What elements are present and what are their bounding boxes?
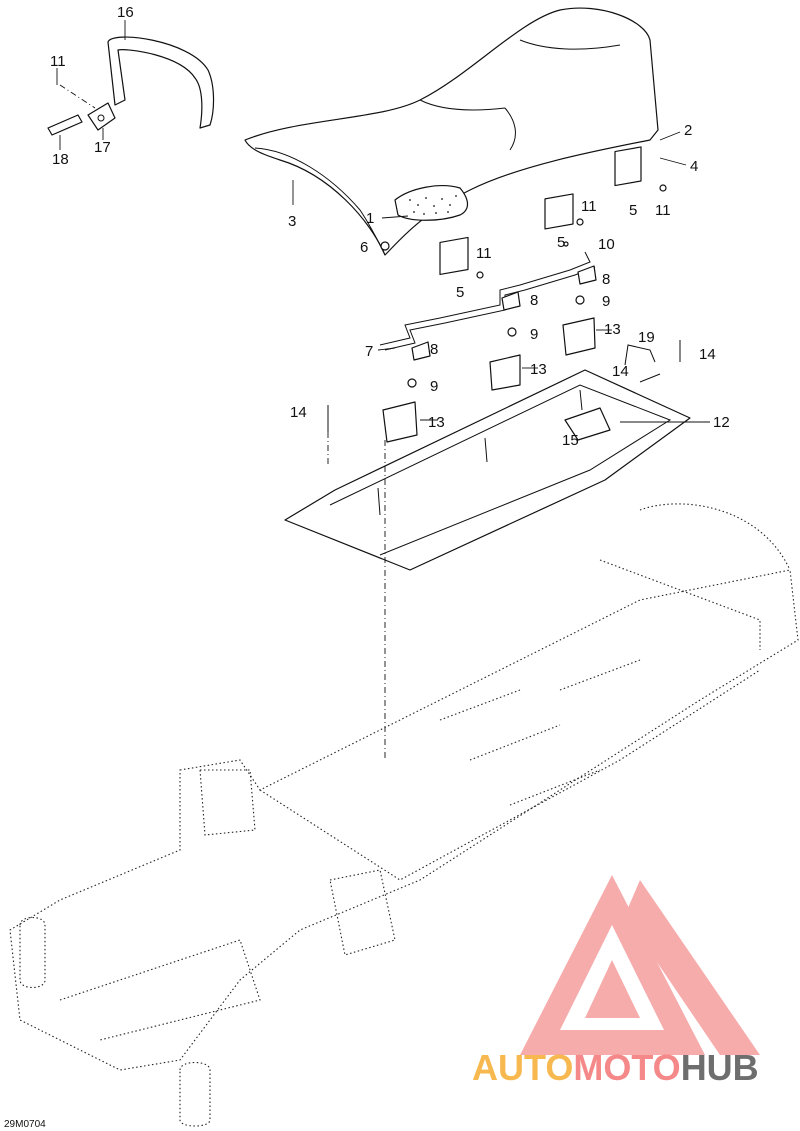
- drawing-code: 29M0704: [4, 1119, 46, 1130]
- clip-19-part: [624, 344, 656, 366]
- callout-14c: 14: [699, 346, 716, 363]
- callout-13c: 13: [604, 321, 621, 338]
- callout-14a: 14: [290, 404, 307, 421]
- callout-14b: 14: [612, 363, 629, 380]
- plate-part: [47, 114, 83, 136]
- watermark-logo: [520, 875, 760, 1055]
- pin-part: [327, 340, 681, 432]
- callout-9a: 9: [430, 378, 438, 395]
- callout-18: 18: [52, 151, 69, 168]
- callouts: 1 2 3 4 5 5 5 6 7 8 8 8 9 9 9 10 11 11 1…: [50, 4, 730, 449]
- callout-11b: 11: [476, 245, 492, 262]
- callout-6: 6: [360, 239, 368, 256]
- callout-11c: 11: [581, 198, 597, 215]
- callout-11d: 11: [655, 202, 671, 219]
- leader-lines: [56, 20, 710, 423]
- callout-16: 16: [117, 4, 134, 21]
- callout-19: 19: [638, 329, 655, 346]
- screw-part: [380, 184, 667, 388]
- callout-8b: 8: [530, 292, 538, 309]
- callout-15: 15: [562, 432, 579, 449]
- callout-9b: 9: [530, 326, 538, 343]
- callout-2: 2: [684, 122, 692, 139]
- callout-8a: 8: [430, 341, 438, 358]
- chassis-part: [9, 503, 799, 1127]
- callout-13a: 13: [428, 414, 445, 431]
- callout-8c: 8: [602, 271, 610, 288]
- bracket-part: [87, 102, 116, 131]
- callout-10: 10: [598, 236, 615, 253]
- callout-11a: 11: [50, 53, 66, 70]
- seat-part: [244, 7, 659, 256]
- watermark-moto: MOTO: [573, 1047, 680, 1088]
- callout-1: 1: [366, 210, 374, 227]
- callout-17: 17: [94, 139, 111, 156]
- callout-5c: 5: [629, 202, 637, 219]
- callout-5b: 5: [557, 234, 565, 251]
- callout-9c: 9: [602, 293, 610, 310]
- hinge-part: [439, 146, 642, 276]
- callout-12: 12: [713, 414, 730, 431]
- pad-part: [382, 317, 596, 443]
- watermark-auto: AUTO: [472, 1047, 573, 1088]
- callout-13b: 13: [530, 361, 547, 378]
- callout-5a: 5: [456, 284, 464, 301]
- callout-7: 7: [365, 343, 373, 360]
- tray-part: [284, 369, 691, 571]
- wire-part: [379, 251, 591, 346]
- strap-part: [107, 36, 215, 129]
- clip-part: [411, 265, 597, 361]
- watermark-hub: HUB: [681, 1047, 759, 1088]
- callout-4: 4: [690, 158, 698, 175]
- callout-3: 3: [288, 213, 296, 230]
- watermark-text: AUTOMOTOHUB: [472, 1047, 759, 1088]
